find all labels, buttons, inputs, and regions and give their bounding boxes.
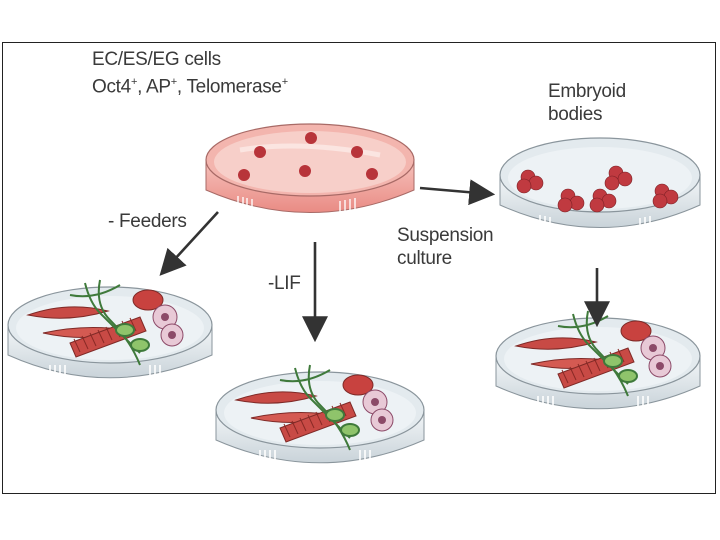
- differentiated-dish-lif: [215, 364, 425, 474]
- embryoid-text-2: bodies: [548, 104, 603, 125]
- blood-cells: [342, 374, 394, 432]
- differentiated-dish-feeders: [7, 279, 213, 389]
- cells-type-text: EC/ES/EG cells: [92, 49, 221, 70]
- differentiated-dish-embryoid: [495, 310, 701, 420]
- feeders-label: - Feeders: [108, 211, 187, 232]
- blood-cells: [620, 320, 672, 378]
- suspension-label: Suspension culture: [397, 224, 494, 270]
- neuron-cells: [279, 364, 360, 451]
- cells-label: EC/ES/EG cells Oct4+, AP+, Telomerase+: [92, 48, 288, 98]
- markers-line: Oct4+, AP+, Telomerase+: [92, 76, 288, 98]
- embryoid-body-dish: [499, 137, 701, 243]
- stem-cell-dish: [205, 123, 415, 223]
- arrow-suspension: [419, 179, 496, 206]
- blood-cells: [132, 289, 184, 347]
- neuron-cells: [69, 279, 150, 366]
- sup-plus: +: [130, 76, 138, 88]
- embryoid-label: Embryoid bodies: [548, 80, 626, 126]
- cell-colonies: [238, 132, 378, 181]
- marker-telomerase: Telomerase: [186, 76, 282, 98]
- sup-plus: +: [170, 76, 177, 88]
- embryoid-bodies: [516, 165, 679, 213]
- embryoid-text-1: Embryoid: [548, 81, 626, 102]
- lif-label: -LIF: [268, 273, 301, 294]
- arrows: [159, 179, 610, 343]
- suspension-text-2: culture: [397, 248, 452, 269]
- arrow-feeders: [159, 211, 219, 276]
- marker-oct4: Oct4: [92, 76, 131, 98]
- marker-ap: AP: [145, 76, 171, 98]
- suspension-text-1: Suspension: [397, 225, 494, 246]
- sup-plus: +: [281, 76, 288, 88]
